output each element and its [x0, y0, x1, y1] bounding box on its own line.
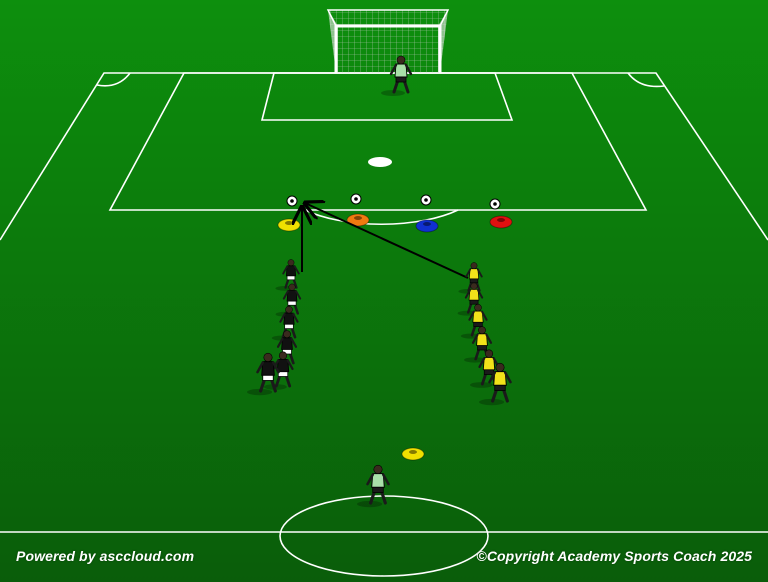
copyright-text: ©Copyright Academy Sports Coach 2025 — [476, 548, 752, 564]
goal-net-icon — [326, 9, 450, 73]
soccer-ball-icon — [420, 194, 432, 206]
soccer-ball-icon — [350, 193, 362, 205]
black-team-player-icon — [247, 352, 280, 396]
pass-arrow — [305, 203, 469, 279]
penalty-spot — [368, 157, 392, 167]
powered-by-text: Powered by asccloud.com — [16, 548, 195, 564]
balls — [286, 193, 501, 210]
corner-arc-right — [627, 72, 665, 88]
disc-cone-icon — [415, 219, 439, 233]
corner-arc-left — [96, 72, 131, 87]
goalkeeper-player-icon — [381, 55, 413, 96]
disc-cone-icon — [489, 215, 513, 229]
players — [247, 55, 512, 508]
yellow-team-player-icon — [457, 282, 484, 316]
disc-cone-icon — [277, 218, 301, 232]
disc-cone-icon — [401, 447, 425, 461]
yellow-team-player-icon — [479, 362, 512, 406]
disc-cone-icon — [346, 213, 370, 227]
soccer-ball-icon — [489, 198, 501, 210]
server-player-icon — [357, 464, 390, 508]
soccer-ball-icon — [286, 195, 298, 207]
pitch-lines — [0, 72, 768, 577]
yellow-team-player-icon — [464, 326, 493, 363]
